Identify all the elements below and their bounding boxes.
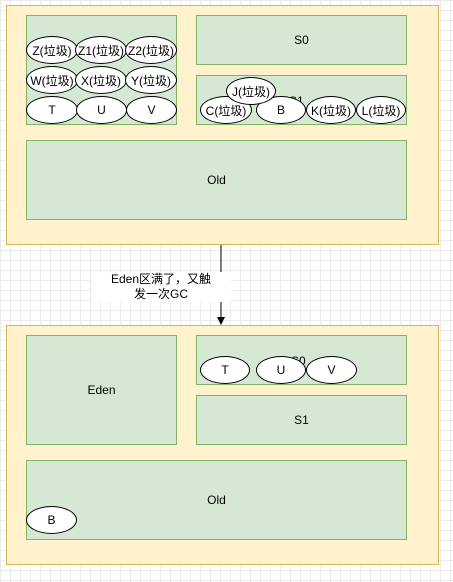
- s1-object: L(垃圾): [356, 96, 406, 124]
- eden-object: U: [76, 96, 127, 124]
- s0-object: V: [306, 356, 357, 384]
- old-region-after: Old: [26, 460, 407, 540]
- old-region-before: Old: [26, 140, 407, 220]
- eden-object: V: [126, 96, 177, 124]
- s0-region-before: S0: [196, 15, 407, 65]
- eden-object: X(垃圾): [75, 66, 127, 94]
- s1-label-after: S1: [294, 413, 309, 427]
- gc-label-line2: 发一次GC: [133, 287, 188, 301]
- old-object: B: [26, 506, 77, 534]
- gc-arrow-label: Eden区满了，又触 发一次GC: [91, 272, 231, 302]
- eden-object: Z1(垃圾): [75, 36, 127, 64]
- s0-object: T: [200, 356, 250, 384]
- old-label-after: Old: [207, 493, 226, 507]
- s0-object: U: [256, 356, 306, 384]
- s1-object: J(垃圾): [226, 77, 276, 105]
- s1-region-after: S1: [196, 395, 407, 445]
- eden-object: W(垃圾): [26, 66, 78, 94]
- eden-object: T: [26, 96, 78, 124]
- gc-label-line1: Eden区满了，又触: [110, 272, 212, 286]
- old-label-before: Old: [207, 173, 226, 187]
- eden-object: Z2(垃圾): [125, 36, 177, 64]
- eden-region-after: Eden: [26, 335, 177, 445]
- s1-object: C(垃圾): [200, 96, 252, 124]
- s0-label-before: S0: [294, 33, 309, 47]
- eden-label-after: Eden: [87, 383, 116, 397]
- s1-object: K(垃圾): [306, 96, 356, 124]
- eden-object: Y(垃圾): [125, 66, 177, 94]
